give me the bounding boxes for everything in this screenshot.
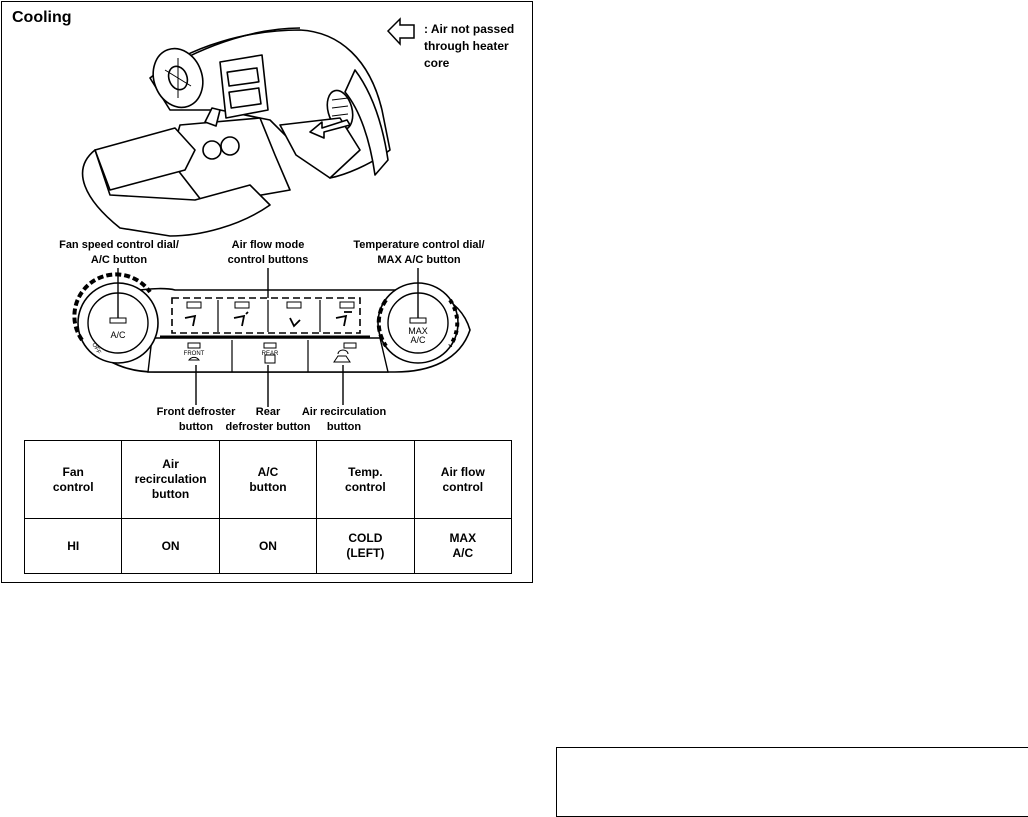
table-value-cell: ON	[121, 518, 220, 574]
table-value-cell: ON	[218, 518, 318, 574]
temperature-callout: Temperature control dial/ MAX A/C button	[353, 239, 485, 266]
dashboard-illustration	[81, 27, 391, 237]
bi-level-mode-button[interactable]	[233, 301, 250, 327]
air-recirculation-button[interactable]	[333, 342, 357, 363]
foot-mode-button[interactable]	[286, 301, 302, 328]
empty-note-box	[556, 747, 1028, 817]
arrow-left-outline-icon	[386, 17, 415, 46]
figure-title: Cooling	[12, 9, 72, 26]
legend-text: : Air not passed through heater core	[424, 22, 515, 70]
table-value-cell: MAX A/C	[413, 518, 513, 574]
callout-leaders	[117, 268, 419, 407]
table-row: Fan control Air recirculation button A/C…	[23, 439, 513, 520]
rear-label: REAR	[262, 351, 279, 357]
max-ac-label-line2: A/C	[410, 335, 426, 345]
ac-dial-label: A/C	[110, 330, 126, 340]
table-header-cell: Temp. control	[316, 439, 415, 520]
figure-frame	[1, 1, 533, 583]
fan-speed-callout: Fan speed control dial/ A/C button	[59, 239, 179, 266]
rear-defroster-button[interactable]	[263, 342, 277, 364]
table-value-cell: HI	[23, 518, 123, 574]
climate-control-panel	[72, 272, 471, 373]
front-defroster-button[interactable]	[187, 342, 201, 361]
table-header-cell: Fan control	[23, 439, 123, 520]
table-row: HI ON ON COLD (LEFT) MAX A/C	[23, 518, 513, 574]
front-label: FRONT	[184, 351, 205, 357]
foot-defrost-mode-button[interactable]	[335, 301, 355, 327]
fan-speed-dial[interactable]	[72, 272, 159, 364]
air-flow-callout: Air flow mode control buttons	[227, 239, 309, 266]
table-header-cell: A/C button	[218, 439, 318, 520]
front-defroster-callout: Front defroster button	[156, 406, 236, 433]
table-header-cell: Air recirculation button	[121, 439, 220, 520]
air-recirculation-callout: Air recirculation button	[301, 406, 387, 433]
table-header-cell: Air flow control	[413, 439, 513, 520]
off-label: OFF	[90, 342, 101, 356]
rear-defroster-callout: Rear defroster button	[225, 406, 311, 433]
table-value-cell: COLD (LEFT)	[316, 518, 415, 574]
settings-table: Fan control Air recirculation button A/C…	[23, 439, 513, 574]
vent-mode-button[interactable]	[184, 301, 202, 327]
max-ac-label-line1: MAX	[408, 326, 428, 336]
